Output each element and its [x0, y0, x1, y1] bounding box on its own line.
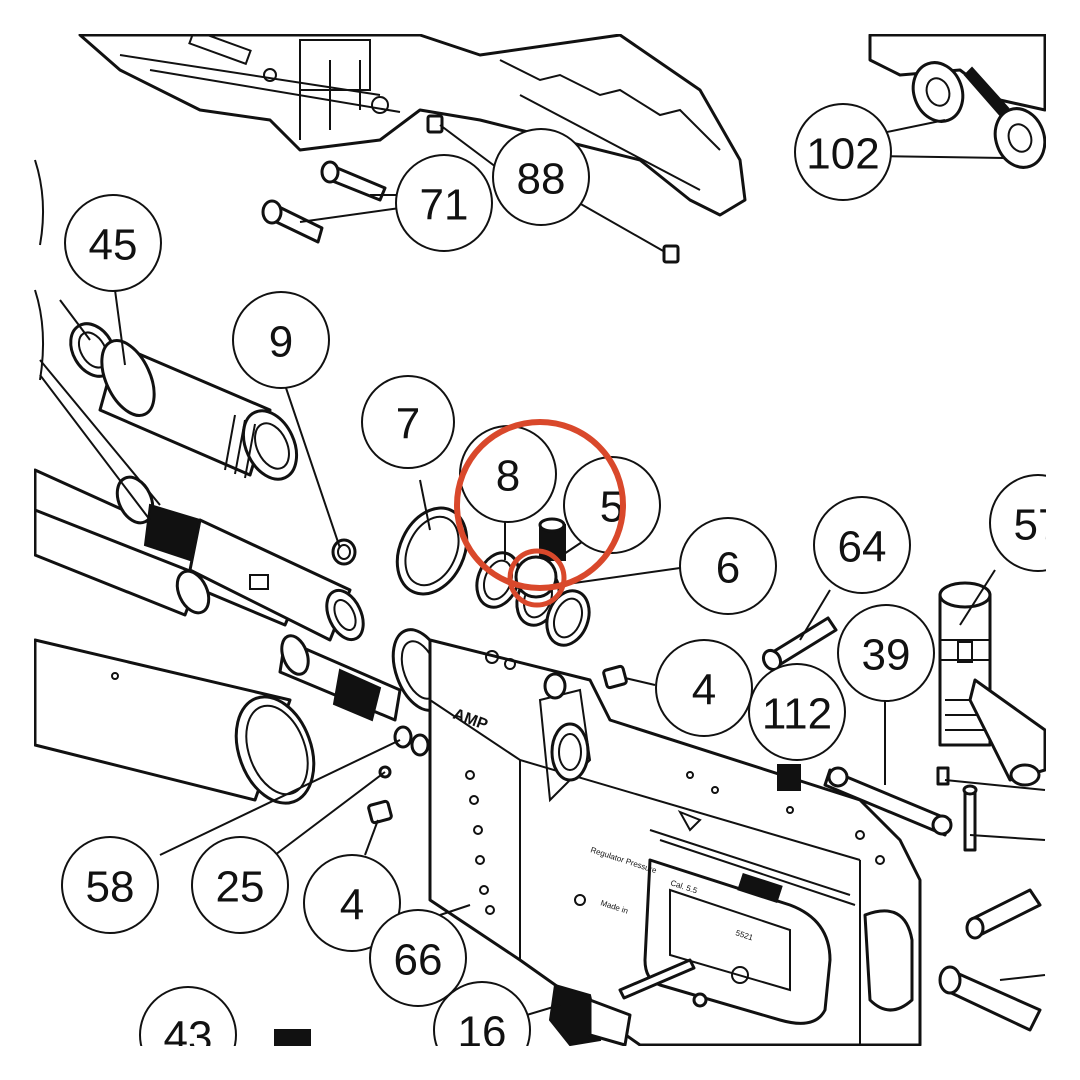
- rail-shroud-part: [78, 28, 747, 217]
- callout-circle: [191, 836, 289, 934]
- callout-112: 112: [748, 663, 846, 761]
- callout-number: 4: [340, 881, 364, 930]
- callout-number: 88: [517, 155, 566, 204]
- callout-circle: [837, 604, 935, 702]
- callout-number: 6: [716, 544, 740, 593]
- callout-circle: [748, 663, 846, 761]
- callout-circle: [655, 639, 753, 737]
- callout-39: 39: [837, 604, 935, 702]
- highlight-circle-small: [507, 548, 567, 608]
- callout-number: 7: [396, 400, 420, 449]
- callout-71: 71: [395, 154, 493, 252]
- callout-8: 8: [459, 425, 557, 523]
- callout-4: 4: [655, 639, 753, 737]
- right-margin: [1046, 0, 1080, 1080]
- callout-circle: [64, 194, 162, 292]
- callout-58: 58: [61, 836, 159, 934]
- callout-4: 4: [303, 854, 401, 952]
- callout-circle: [303, 854, 401, 952]
- pin-71-parts: [261, 160, 387, 244]
- callout-number: 58: [86, 863, 135, 912]
- left-margin: [0, 0, 34, 1080]
- thumbwheel-assembly-part: [868, 33, 1047, 169]
- small-hardware-parts: [274, 581, 1047, 1047]
- callout-circle: [563, 456, 661, 554]
- callout-number: 8: [496, 452, 520, 501]
- callout-number: 66: [394, 936, 443, 985]
- highlight-circle-large: [454, 419, 626, 591]
- callout-number: 9: [269, 318, 293, 367]
- callout-circle: [794, 103, 892, 201]
- callout-circle: [679, 517, 777, 615]
- callout-number: 102: [806, 130, 879, 179]
- callout-5: 5: [563, 456, 661, 554]
- screw-88-parts: [426, 114, 680, 264]
- callout-9: 9: [232, 291, 330, 389]
- callout-number: 45: [89, 221, 138, 270]
- highlight-marker: [454, 419, 626, 608]
- callout-7: 7: [361, 375, 455, 469]
- callout-number: 25: [216, 863, 265, 912]
- callout-circle: [361, 375, 455, 469]
- callout-64: 64: [813, 496, 911, 594]
- bottom-margin: [0, 1046, 1080, 1080]
- callout-circle: [492, 128, 590, 226]
- callout-number: 4: [692, 666, 716, 715]
- top-margin: [0, 0, 1080, 34]
- callout-45: 45: [64, 194, 162, 292]
- left-cylinder-parts: [33, 159, 449, 805]
- callout-circle: [813, 496, 911, 594]
- callout-88: 88: [492, 128, 590, 226]
- callout-102: 102: [794, 103, 892, 201]
- receiver-body-part: AMP Regulator Pressure Cal. 5.5 Made in …: [428, 638, 922, 1047]
- callout-66: 66: [369, 909, 467, 1007]
- callout-number: 64: [838, 523, 887, 572]
- callout-6: 6: [679, 517, 777, 615]
- callout-circle: [369, 909, 467, 1007]
- callout-circle: [232, 291, 330, 389]
- callout-circle: [61, 836, 159, 934]
- callout-25: 25: [191, 836, 289, 934]
- callout-number: 112: [762, 690, 832, 739]
- callout-number: 39: [862, 631, 911, 680]
- callout-circle: [395, 154, 493, 252]
- callout-number: 71: [420, 181, 469, 230]
